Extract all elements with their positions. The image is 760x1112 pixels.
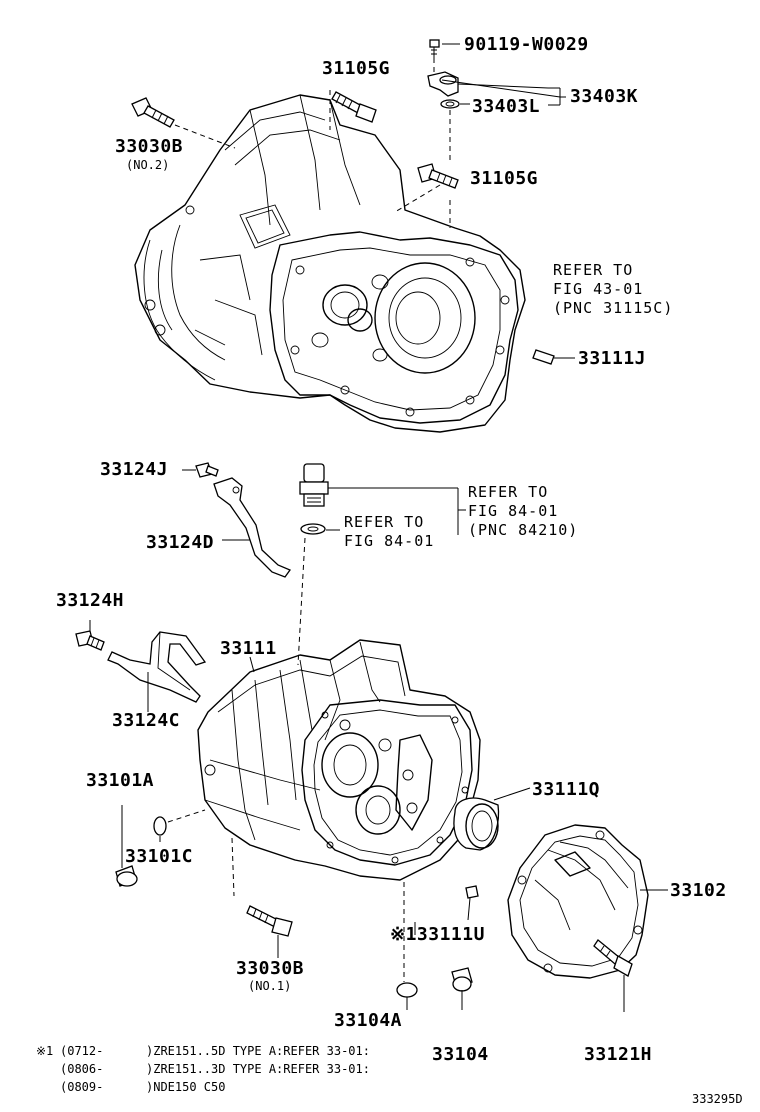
part-label-33111Q[interactable]: 33111Q	[532, 779, 601, 800]
sensor-graphic	[297, 463, 466, 666]
refer-fig84a-line2[interactable]: FIG 84-01	[468, 502, 559, 520]
part-label-33104A[interactable]: 33104A	[334, 1010, 403, 1031]
bolt-90119-W0029-graphic	[429, 39, 460, 58]
part-label-90119-W0029[interactable]: 90119-W0029	[464, 34, 589, 55]
bolt-33121H-graphic	[593, 939, 633, 1012]
part-label-33121H[interactable]: 33121H	[584, 1044, 653, 1065]
plug-33104-graphic	[451, 967, 473, 1010]
footnote-2-range: (0806-	[60, 1062, 104, 1076]
bolt-33124J-graphic	[182, 462, 219, 478]
plug-33111U-graphic	[465, 885, 479, 921]
part-label-31105G-mid[interactable]: 31105G	[470, 168, 539, 189]
bracket-33124C-graphic	[107, 631, 207, 712]
part-sublabel-no2: (NO.2)	[126, 158, 170, 172]
dowel-pin-33111J-graphic	[532, 349, 575, 365]
lower-transaxle-case	[197, 639, 531, 881]
part-label-33124J[interactable]: 33124J	[100, 459, 169, 480]
part-label-33101C[interactable]: 33101C	[125, 846, 194, 867]
part-label-33403L[interactable]: 33403L	[472, 96, 541, 117]
bolt-31105G-top-graphic	[329, 90, 377, 130]
refer-fig43-line2[interactable]: FIG 43-01	[553, 280, 644, 298]
part-label-33104[interactable]: 33104	[432, 1044, 489, 1065]
part-label-33124C[interactable]: 33124C	[112, 710, 181, 731]
refer-fig84a-line1: REFER TO	[468, 483, 549, 501]
refer-fig84a-line3: (PNC 84210)	[468, 521, 579, 539]
gasket-33104A-graphic	[396, 882, 418, 1010]
part-label-33403K[interactable]: 33403K	[570, 86, 639, 107]
bolt-33124H-graphic	[75, 620, 105, 651]
bracket-33124D-graphic	[213, 477, 292, 578]
footnote-3-text: )NDE150 C50	[146, 1080, 226, 1094]
part-label-33030B-no2[interactable]: 33030B	[115, 136, 184, 157]
illustration-id: 333295D	[692, 1092, 743, 1106]
refer-fig43-line3: (PNC 31115C)	[553, 299, 674, 317]
plug-33101A-graphic	[115, 805, 138, 887]
part-label-31105G-top[interactable]: 31105G	[322, 58, 391, 79]
bracket-33403L-graphic	[427, 58, 460, 160]
refer-fig84b-line1: REFER TO	[344, 513, 425, 531]
refer-fig84b-line2[interactable]: FIG 84-01	[344, 532, 435, 550]
footnote-3-range: (0809-	[60, 1080, 104, 1094]
part-sublabel-no1: (NO.1)	[248, 979, 292, 993]
part-label-33111U[interactable]: ※133111U	[390, 924, 485, 945]
part-label-33030B-no1[interactable]: 33030B	[236, 958, 305, 979]
bolt-33030B-bottom-graphic	[231, 837, 293, 958]
footnote-2-text: )ZRE151..3D TYPE A:REFER 33-01:	[146, 1062, 370, 1076]
footnote-1-mark: ※1	[36, 1044, 54, 1058]
part-label-33124D[interactable]: 33124D	[146, 532, 215, 553]
part-label-33111J[interactable]: 33111J	[578, 348, 647, 369]
footnote-1-range: (0712-	[60, 1044, 104, 1058]
gasket-33101C-graphic	[153, 809, 206, 842]
part-label-33111[interactable]: 33111	[220, 638, 277, 659]
upper-transmission-case	[134, 94, 526, 433]
lower-leader-lines	[249, 656, 416, 935]
upper-leader-lines	[441, 79, 566, 106]
part-label-33101A[interactable]: 33101A	[86, 770, 155, 791]
bolt-31105G-mid-graphic	[394, 163, 459, 228]
refer-fig43-line1: REFER TO	[553, 261, 634, 279]
transaxle-cover-33102	[507, 824, 668, 979]
part-label-33124H[interactable]: 33124H	[56, 590, 125, 611]
bolt-33030B-top-graphic	[131, 97, 236, 149]
part-label-33102[interactable]: 33102	[670, 880, 727, 901]
footnote-1-text: )ZRE151..5D TYPE A:REFER 33-01:	[146, 1044, 370, 1058]
